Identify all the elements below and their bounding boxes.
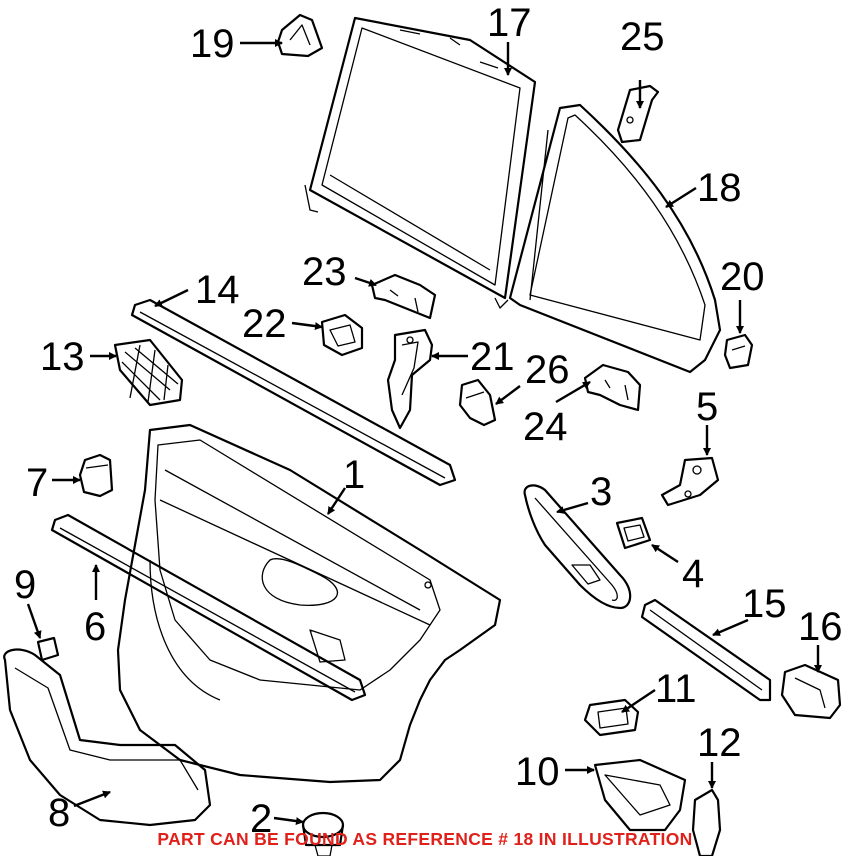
callout-26: 26	[525, 348, 570, 392]
part-22-clip	[320, 313, 364, 357]
callout-19: 19	[190, 22, 235, 66]
part-8-armrest	[3, 648, 212, 827]
callout-10: 10	[515, 750, 560, 794]
callout-9: 9	[14, 563, 36, 607]
callout-17: 17	[487, 1, 532, 45]
part-11-cover	[583, 698, 640, 737]
callout-23: 23	[302, 250, 347, 294]
part-24-bracket	[583, 363, 642, 412]
callout-8: 8	[48, 791, 70, 835]
callout-11: 11	[655, 667, 697, 711]
callout-14: 14	[195, 268, 240, 312]
callout-18: 18	[697, 166, 742, 210]
callout-21: 21	[470, 335, 515, 379]
callout-22: 22	[242, 302, 287, 346]
part-4-switch	[615, 516, 652, 550]
callout-2: 2	[250, 797, 272, 841]
callout-5: 5	[696, 385, 718, 429]
part-5-bracket	[660, 456, 720, 507]
callout-25: 25	[620, 15, 665, 59]
callout-labels: 1 2 3 4 5 6 7 8 9 10 11 12 13 14 15 16 1…	[14, 1, 843, 841]
leader-lines	[26, 39, 822, 826]
part-26-clip	[458, 378, 497, 427]
callout-24: 24	[523, 405, 568, 449]
part-3-pull-handle-bezel	[523, 484, 632, 610]
part-17-sunshade	[304, 16, 537, 309]
part-25-bracket	[616, 84, 660, 144]
part-15-trim-strip	[640, 598, 772, 702]
part-13-speaker-grille	[113, 338, 184, 407]
callout-6: 6	[84, 605, 106, 649]
part-9-cap	[36, 636, 60, 662]
callout-15: 15	[742, 582, 787, 626]
part-19-clip	[276, 13, 324, 58]
part-10-cup-holder	[593, 758, 687, 832]
callout-20: 20	[720, 255, 765, 299]
callout-12: 12	[697, 721, 742, 765]
part-7-clip	[78, 453, 114, 498]
callout-7: 7	[26, 461, 48, 505]
callout-13: 13	[40, 335, 85, 379]
part-6-trim-strip	[50, 513, 367, 702]
callout-4: 4	[682, 552, 704, 596]
callout-3: 3	[590, 470, 612, 514]
part-18-rear-quarter-glass	[508, 103, 722, 374]
part-23-bracket	[370, 273, 437, 320]
part-20-clip	[723, 333, 754, 370]
part-21-bracket	[386, 328, 434, 430]
part-14-window-seal-strip	[130, 298, 457, 487]
part-12-trim-piece	[691, 788, 722, 856]
part-16-end-cap	[780, 663, 842, 720]
reference-caption: PART CAN BE FOUND AS REFERENCE # 18 IN I…	[157, 829, 693, 849]
part-1-door-trim-panel	[116, 423, 502, 784]
callout-16: 16	[798, 605, 843, 649]
callout-1: 1	[343, 453, 365, 497]
